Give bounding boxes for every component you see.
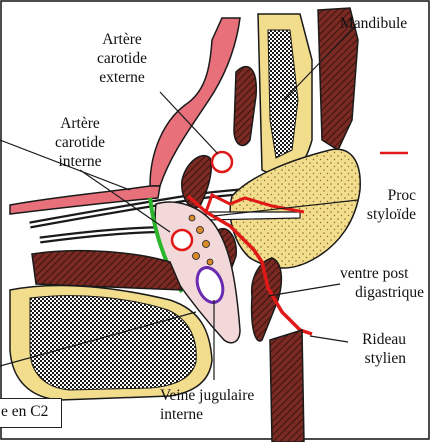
label-carotide-interne: Artère carotide interne xyxy=(40,114,120,171)
label-line: styloïde xyxy=(366,206,416,223)
label-ventre-post: ventre post digastrique xyxy=(340,264,424,302)
stylo-muscle-upper xyxy=(181,155,212,209)
prevertebral-muscle xyxy=(31,249,184,291)
pointer-vertebra xyxy=(0,311,197,367)
masseter-muscle xyxy=(317,7,359,152)
stylian-curtain xyxy=(186,194,313,336)
lymph-node xyxy=(188,214,196,222)
label-proc-styloide: Proc styloïde xyxy=(360,186,416,224)
caption-text: e en C2 xyxy=(1,403,49,420)
label-line: carotide xyxy=(97,50,147,67)
label-line: ventre post xyxy=(340,265,409,282)
external-carotid-circle xyxy=(210,150,234,174)
mandible-medullary xyxy=(267,29,299,159)
label-line: Artère xyxy=(102,31,142,48)
medial-pterygoid xyxy=(233,66,257,147)
label-line: digastrique xyxy=(355,284,424,301)
lymph-node xyxy=(202,240,210,248)
label-rideau-stylien: Rideau stylien xyxy=(356,330,406,368)
label-line: Proc xyxy=(387,187,416,204)
digastric-posterior-belly xyxy=(250,257,283,342)
label-line: interne xyxy=(58,153,102,170)
pointer-rideau xyxy=(309,335,349,343)
pharyngeal-mucosa xyxy=(149,17,241,187)
label-mandibule: Mandibule xyxy=(340,15,408,32)
label-veine-jugulaire: Veine jugulaire interne xyxy=(160,386,254,424)
pointer-carotide-interne-2 xyxy=(0,139,131,191)
pointer-carotide-externe xyxy=(159,91,219,155)
vertebral-body-medullary xyxy=(29,295,197,391)
jugular-vein xyxy=(195,266,225,304)
lymph-node xyxy=(196,226,204,234)
pointer-mandibule xyxy=(283,25,356,101)
label-line: Veine jugulaire xyxy=(160,387,255,404)
stylian-curtain-upper xyxy=(204,192,305,214)
parotid-gland xyxy=(229,148,361,269)
lymph-node xyxy=(192,252,200,260)
label-line: stylien xyxy=(364,350,406,367)
caption-box: e en C2 xyxy=(0,398,62,428)
pointer-proc-styloide xyxy=(213,199,359,217)
label-line: interne xyxy=(160,406,204,423)
pointer-ventre-post xyxy=(267,283,341,297)
internal-carotid-circle xyxy=(170,228,194,252)
pointer-carotide-interne xyxy=(79,169,171,233)
lymph-node xyxy=(206,258,214,266)
label-line: carotide xyxy=(55,134,105,151)
sternocleidomastoid xyxy=(269,328,305,442)
label-line: Rideau xyxy=(362,331,406,348)
label-line: Artère xyxy=(60,115,100,132)
label-carotide-externe: Artère carotide externe xyxy=(82,30,162,87)
mucosa-fold xyxy=(9,185,161,215)
label-line: externe xyxy=(99,69,145,86)
